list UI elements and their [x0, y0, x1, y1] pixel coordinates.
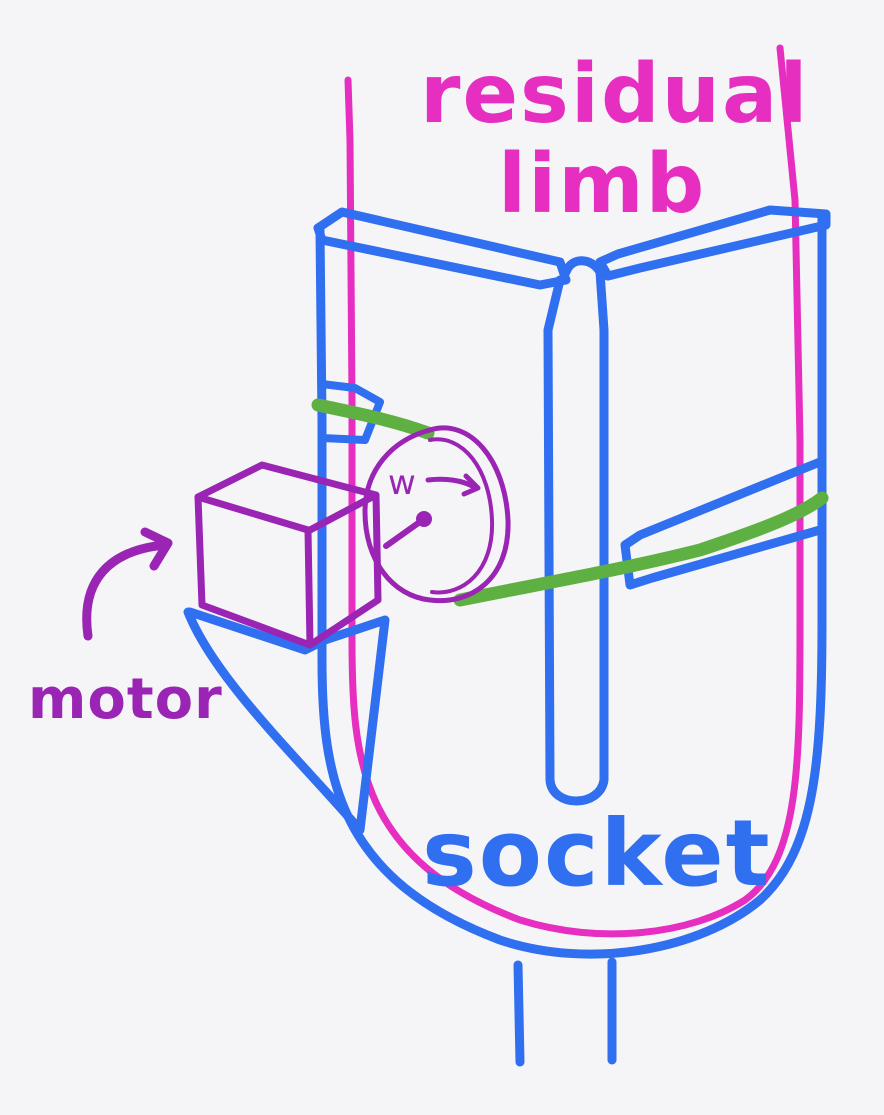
- cable-lower: [453, 491, 829, 607]
- pulley-outer: [362, 425, 511, 604]
- motor-shaft: [383, 516, 427, 549]
- residual-limb-outline: [344, 44, 804, 938]
- socket-slot: [543, 256, 609, 806]
- omega-label: w: [388, 463, 416, 503]
- residual-label-line1: residual: [420, 47, 809, 142]
- pylon-left: [513, 960, 525, 1067]
- motor-label: motor: [28, 667, 223, 732]
- cable-upper: [311, 398, 435, 440]
- motor-pointer-icon: [82, 527, 173, 641]
- motor-cube: [194, 461, 382, 649]
- cable-guide-tab-left: [318, 380, 384, 444]
- pulley-inner: [428, 437, 495, 595]
- socket-rim-right: [595, 205, 831, 281]
- rotation-arrow-icon: [425, 473, 481, 497]
- socket-label: socket: [422, 800, 772, 907]
- motor-mount-bracket: [183, 607, 390, 835]
- socket-rim-left: [313, 207, 571, 290]
- socket-strap-right: [620, 457, 825, 590]
- residual-label-line2: limb: [498, 137, 706, 232]
- socket-outer-outline: [315, 210, 827, 959]
